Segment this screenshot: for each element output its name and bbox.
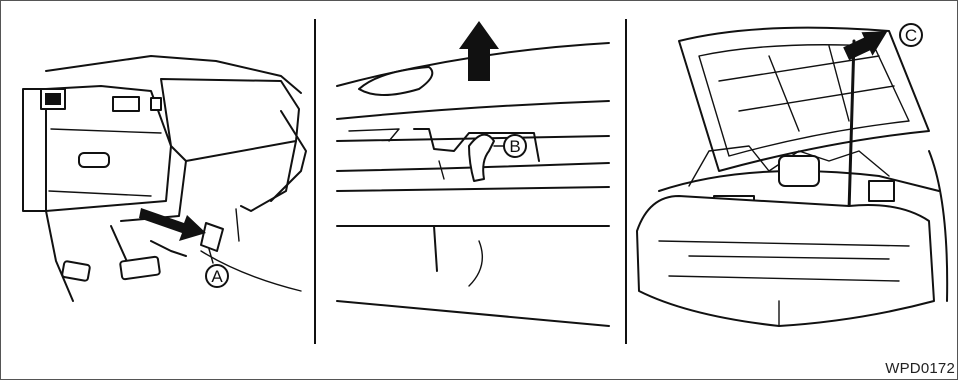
panel-divider-1: [314, 19, 316, 344]
callout-b-label: B: [509, 137, 520, 156]
dashboard-lever-drawing: A: [1, 1, 313, 346]
panel-hood-release-lever: A: [1, 1, 313, 346]
hood-latch-drawing: B: [319, 1, 621, 346]
panel-hood-support-rod: C: [629, 1, 955, 346]
panel-divider-2: [625, 19, 627, 344]
callout-a-label: A: [211, 267, 223, 286]
panel-secondary-latch: B: [319, 1, 621, 346]
arrow-up-icon: [459, 21, 499, 81]
callout-c-label: C: [905, 26, 917, 45]
arrow-pull-icon: [139, 208, 206, 241]
figure-code: WPD0172: [885, 360, 955, 377]
open-hood-drawing: C: [629, 1, 955, 346]
